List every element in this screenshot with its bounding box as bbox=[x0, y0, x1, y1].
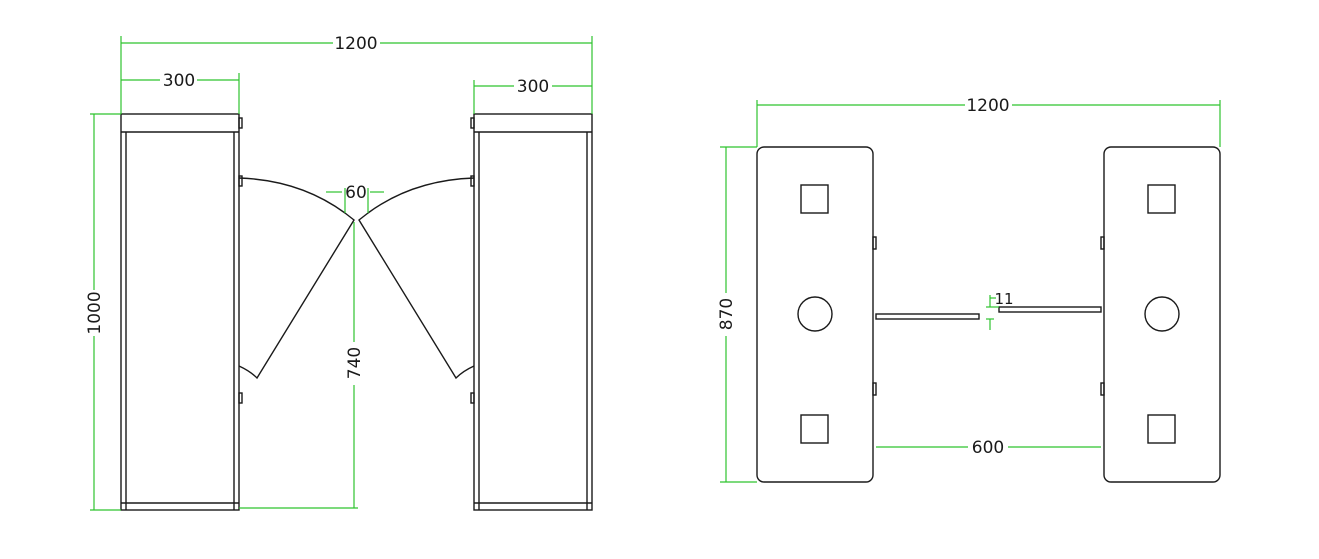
top-right-cabinet bbox=[1100, 146, 1221, 483]
passage-width-label: 600 bbox=[972, 438, 1004, 458]
top-right-flap-arm bbox=[998, 306, 1102, 313]
front-width-label: 1200 bbox=[334, 34, 377, 54]
top-left-flap-arm bbox=[875, 313, 980, 320]
top-width-label: 1200 bbox=[966, 96, 1009, 116]
top-left-reader-lower bbox=[800, 414, 829, 444]
top-left-reader-upper bbox=[800, 184, 829, 214]
flap-gap-label: 60 bbox=[345, 183, 367, 203]
right-cabinet-width-label: 300 bbox=[517, 77, 549, 97]
front-view: 1200 300 300 1000 60 bbox=[85, 34, 593, 511]
top-depth-label: 870 bbox=[717, 298, 737, 330]
arm-gap-label: 11 bbox=[994, 290, 1013, 308]
left-cabinet-width-label: 300 bbox=[163, 71, 195, 91]
top-left-indicator bbox=[797, 296, 833, 332]
left-flap bbox=[238, 177, 355, 380]
top-right-indicator bbox=[1144, 296, 1180, 332]
top-left-cabinet bbox=[756, 146, 877, 483]
right-flap bbox=[358, 177, 475, 380]
top-right-reader-upper bbox=[1147, 184, 1176, 214]
top-dimensions: 1200 870 600 11 bbox=[717, 96, 1221, 483]
right-cabinet bbox=[470, 113, 593, 511]
left-cabinet bbox=[120, 113, 243, 511]
top-view: 1200 870 600 11 bbox=[717, 96, 1221, 483]
front-height-label: 1000 bbox=[85, 291, 105, 334]
flap-height-label: 740 bbox=[345, 347, 365, 379]
top-right-reader-lower bbox=[1147, 414, 1176, 444]
front-dimensions: 1200 300 300 1000 60 bbox=[85, 34, 593, 511]
